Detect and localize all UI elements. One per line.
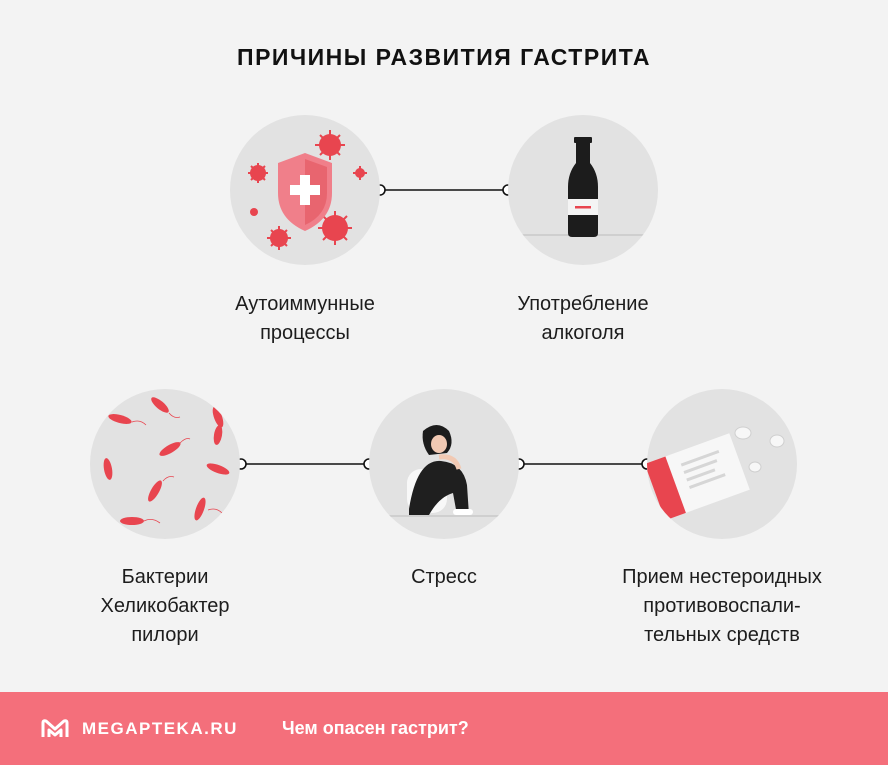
cause-label-bacteria: Бактерии Хеликобактер пилори [100, 566, 230, 646]
pills-illustration [647, 389, 797, 539]
autoimmune-illustration [230, 115, 380, 265]
cause-label-nsaid: Прием нестероидных противовоспали- тельн… [622, 566, 822, 646]
cause-label-autoimmune: Аутоиммунные процессы [235, 293, 375, 344]
related-article-link[interactable]: Чем опасен гастрит? [282, 718, 469, 738]
brand[interactable]: MEGAPTEKA.RU [40, 716, 238, 742]
brand-name: MEGAPTEKA.RU [82, 719, 238, 738]
bacteria-icon [103, 397, 230, 525]
bacteria-illustration [90, 389, 240, 539]
bottle-icon [508, 137, 658, 237]
megapteka-logo-icon [41, 719, 69, 737]
footer: MEGAPTEKA.RU Чем опасен гастрит? [0, 692, 888, 765]
stress-illustration [369, 389, 519, 539]
page-title: ПРИЧИНЫ РАЗВИТИЯ ГАСТРИТА [237, 44, 651, 70]
cause-label-stress: Стресс [411, 566, 477, 588]
pills-box-icon [647, 426, 785, 521]
stressed-person-icon [379, 425, 509, 517]
shield-virus-icon [248, 130, 367, 250]
alcohol-illustration [508, 115, 658, 265]
cause-label-alcohol: Употребление алкоголя [517, 293, 649, 344]
